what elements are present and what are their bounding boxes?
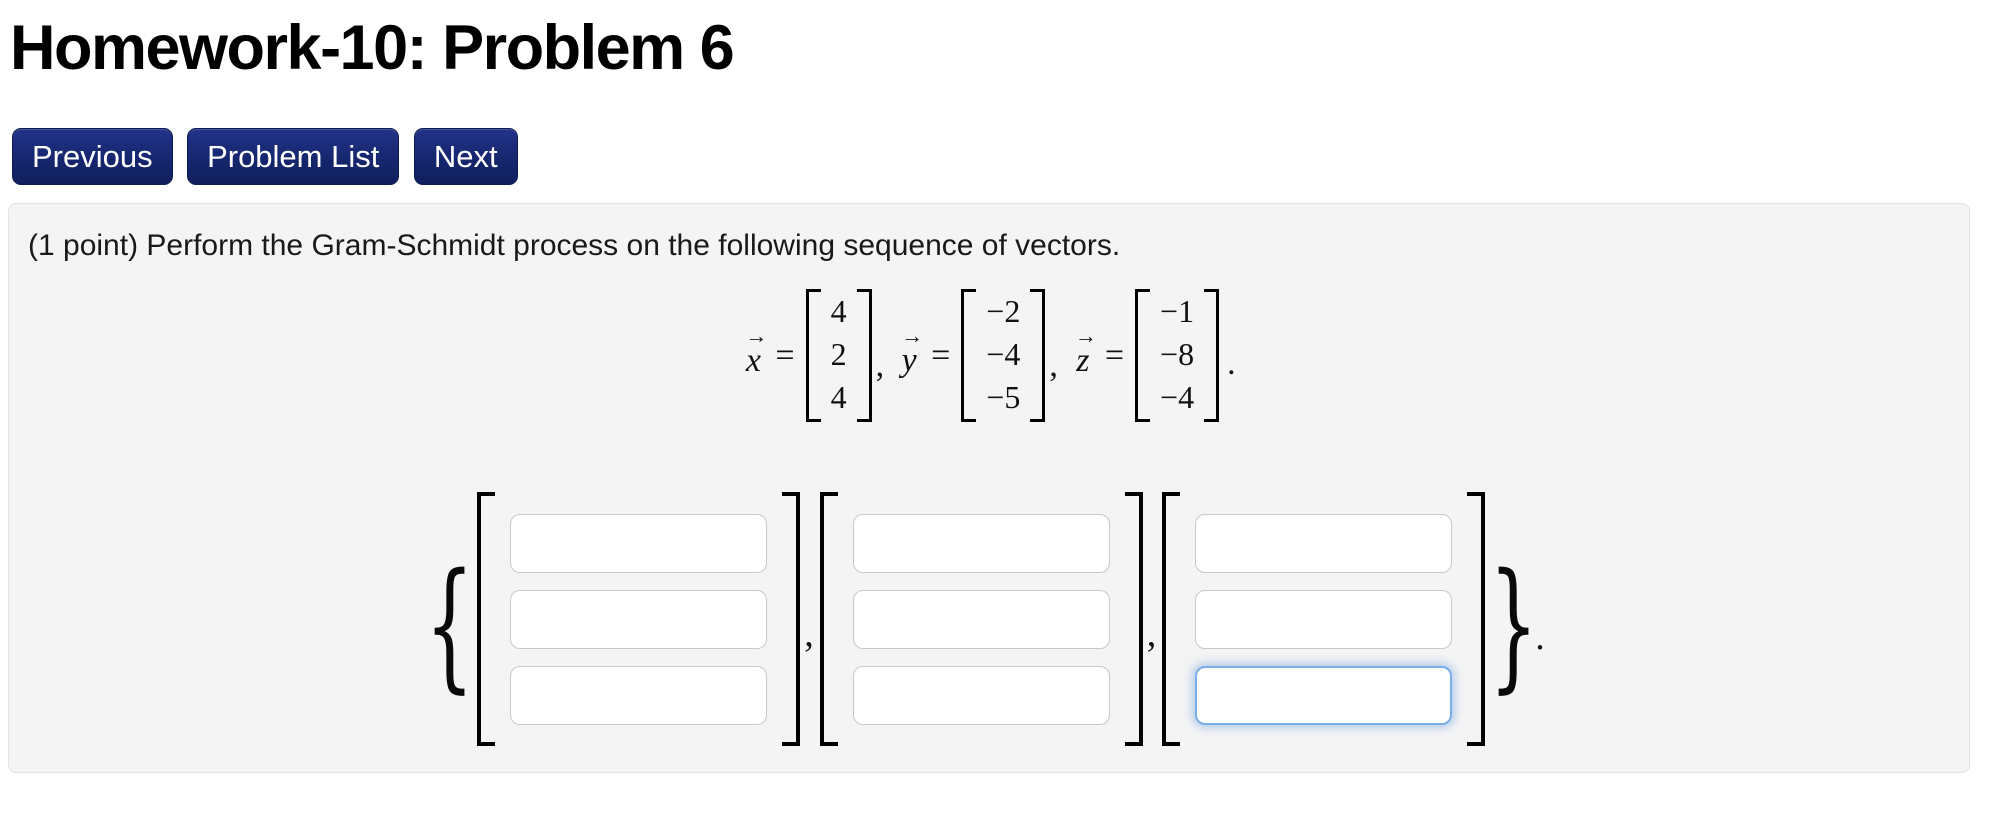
matrix-entry: 4	[830, 379, 847, 415]
left-square-bracket	[1135, 289, 1151, 422]
answer-vector-2	[819, 492, 1143, 746]
matrix-entry: −5	[986, 379, 1021, 415]
vector-arrow-icon: →	[901, 323, 924, 348]
matrix-entry: 2	[830, 336, 847, 372]
matrix-entry: −4	[1160, 379, 1195, 415]
equals-sign: =	[931, 336, 951, 374]
vector-input-c3-r1[interactable]	[1195, 513, 1453, 573]
vector-symbol-x: → x	[742, 323, 768, 379]
vector-input-c1-r1[interactable]	[510, 513, 768, 573]
vector-symbol-z: → z	[1072, 323, 1097, 379]
vector-input-c2-r2[interactable]	[852, 589, 1110, 649]
answer-vector-3	[1162, 492, 1486, 746]
matrix-entry: −8	[1160, 336, 1195, 372]
vector-input-c2-r3[interactable]	[852, 665, 1110, 725]
matrix-entry: 4	[830, 293, 847, 329]
given-vectors-equation: → x = 4 2 4 , → y = −2 −4 −5	[9, 289, 1969, 422]
comma-separator: ,	[1146, 613, 1157, 655]
right-square-bracket	[1124, 492, 1143, 746]
equals-sign: =	[1104, 336, 1125, 374]
left-square-bracket	[477, 492, 496, 746]
vector-input-c3-r2[interactable]	[1195, 589, 1453, 649]
left-square-bracket	[819, 492, 838, 746]
answer-area: { , ,	[9, 492, 1969, 746]
vector-input-c2-r1[interactable]	[852, 513, 1110, 573]
comma-separator: ,	[875, 346, 885, 384]
problem-statement: (1 point) Perform the Gram-Schmidt proce…	[28, 229, 1121, 262]
sentence-period: .	[1227, 344, 1236, 382]
matrix-z: −1 −8 −4	[1135, 289, 1220, 422]
vector-letter: z	[1076, 342, 1090, 379]
comma-separator: ,	[1049, 346, 1058, 384]
final-period: .	[1535, 616, 1545, 658]
equals-sign: =	[775, 336, 795, 374]
close-curly-brace: }	[1488, 544, 1538, 707]
vector-input-c3-r3[interactable]	[1195, 665, 1453, 725]
right-square-bracket	[856, 289, 872, 422]
right-square-bracket	[1030, 289, 1046, 422]
vector-input-c1-r2[interactable]	[510, 589, 768, 649]
vector-letter: x	[745, 342, 761, 379]
page-title: Homework-10: Problem 6	[10, 13, 735, 83]
matrix-entry: −4	[986, 336, 1021, 372]
vector-arrow-icon: →	[745, 323, 768, 348]
problem-list-button[interactable]: Problem List	[187, 128, 400, 185]
vector-letter: y	[901, 342, 917, 379]
right-square-bracket	[1204, 289, 1220, 422]
open-curly-brace: {	[424, 544, 474, 707]
vector-input-c1-r3[interactable]	[510, 665, 768, 725]
problem-panel: (1 point) Perform the Gram-Schmidt proce…	[8, 203, 1970, 773]
matrix-y: −2 −4 −5	[961, 289, 1046, 422]
problem-nav: Previous Problem List Next	[12, 128, 1996, 185]
vector-arrow-icon: →	[1074, 323, 1097, 348]
answer-vector-1	[477, 492, 801, 746]
right-square-bracket	[782, 492, 801, 746]
matrix-entry: −2	[986, 293, 1021, 329]
right-square-bracket	[1467, 492, 1486, 746]
vector-symbol-y: → y	[898, 323, 924, 379]
left-square-bracket	[961, 289, 977, 422]
comma-separator: ,	[804, 613, 814, 655]
next-button[interactable]: Next	[413, 128, 518, 185]
matrix-x: 4 2 4	[805, 289, 872, 422]
matrix-entry: −1	[1160, 293, 1195, 329]
previous-button[interactable]: Previous	[12, 128, 173, 185]
left-square-bracket	[1162, 492, 1181, 746]
left-square-bracket	[805, 289, 821, 422]
